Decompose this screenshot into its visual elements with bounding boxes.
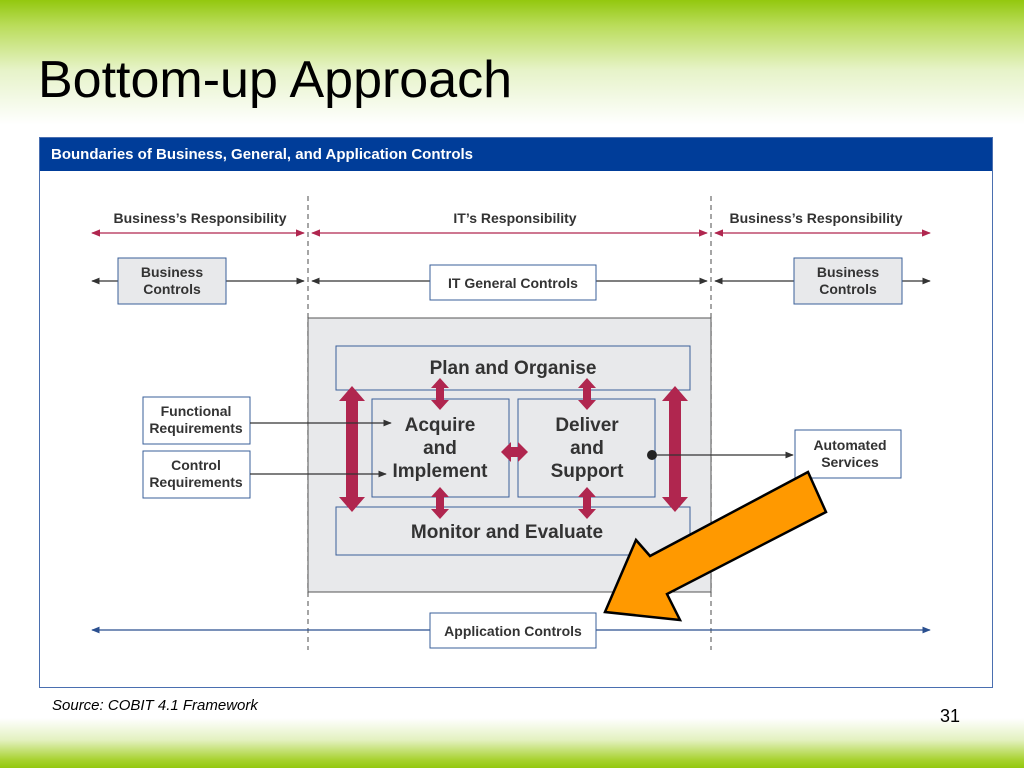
plan-organise-box	[335, 345, 691, 391]
acquire-label-3: Implement	[392, 461, 488, 482]
application-controls-row: Application Controls	[91, 612, 931, 649]
controls-row: Business Controls IT General Controls Bu…	[91, 257, 931, 305]
double-headed-arrow-icon	[431, 378, 449, 410]
deliver-label-1: Deliver	[555, 415, 619, 436]
slide-top-band	[0, 0, 1024, 135]
deliver-label-3: Support	[551, 461, 624, 482]
application-controls-box	[429, 612, 597, 649]
process-panel: Plan and Organise Acquire and Implement …	[307, 317, 712, 593]
responsibility-row: Business’s Responsibility IT’s Responsib…	[91, 210, 931, 237]
deliver-label-2: and	[570, 438, 604, 459]
control-requirements-box	[142, 450, 251, 499]
callout-arrow-icon	[603, 470, 828, 622]
functional-requirements-label-1: Functional	[161, 403, 232, 419]
source-note: Source: COBIT 4.1 Framework	[52, 697, 258, 714]
double-headed-arrow-icon	[578, 487, 596, 519]
business-controls-box-right	[793, 257, 903, 305]
slide-title: Bottom-up Approach	[38, 51, 513, 109]
responsibility-label-right: Business’s Responsibility	[730, 210, 903, 226]
double-headed-arrow-icon	[578, 378, 596, 410]
automated-services-label-1: Automated	[813, 437, 886, 453]
business-controls-label-right-1: Business	[817, 264, 879, 280]
automated-services-output: Automated Services	[647, 429, 902, 479]
application-controls-label: Application Controls	[444, 623, 582, 639]
double-headed-arrow-icon	[431, 487, 449, 519]
responsibility-label-left: Business’s Responsibility	[114, 210, 287, 226]
automated-services-label-2: Services	[821, 454, 879, 470]
business-controls-label-left-2: Controls	[143, 281, 201, 297]
page-number: 31	[940, 706, 961, 726]
slide-bottom-band	[0, 718, 1024, 768]
double-headed-arrow-icon	[501, 442, 528, 462]
automated-services-box	[794, 429, 902, 479]
functional-requirements-box	[142, 396, 251, 445]
acquire-label-1: Acquire	[405, 415, 476, 436]
monitor-evaluate-label: Monitor and Evaluate	[411, 522, 603, 543]
output-dot	[647, 450, 657, 460]
figure-frame: Boundaries of Business, General, and App…	[39, 137, 993, 688]
business-controls-label-right-2: Controls	[819, 281, 877, 297]
monitor-evaluate-box	[335, 506, 691, 556]
plan-organise-label: Plan and Organise	[430, 358, 597, 379]
requirements-inputs: Functional Requirements Control Requirem…	[142, 396, 392, 499]
figure-header: Boundaries of Business, General, and App…	[40, 138, 992, 171]
functional-requirements-label-2: Requirements	[149, 420, 243, 436]
double-headed-arrow-icon	[339, 386, 365, 512]
business-controls-label-left-1: Business	[141, 264, 203, 280]
responsibility-label-center: IT’s Responsibility	[453, 210, 576, 226]
double-headed-arrow-icon	[662, 386, 688, 512]
it-general-controls-label: IT General Controls	[448, 275, 578, 291]
business-controls-box-left	[117, 257, 227, 305]
it-general-controls-box	[429, 264, 597, 301]
acquire-label-2: and	[423, 438, 457, 459]
control-requirements-label-2: Requirements	[149, 474, 243, 490]
deliver-support-box	[517, 398, 656, 498]
control-requirements-label-1: Control	[171, 457, 221, 473]
